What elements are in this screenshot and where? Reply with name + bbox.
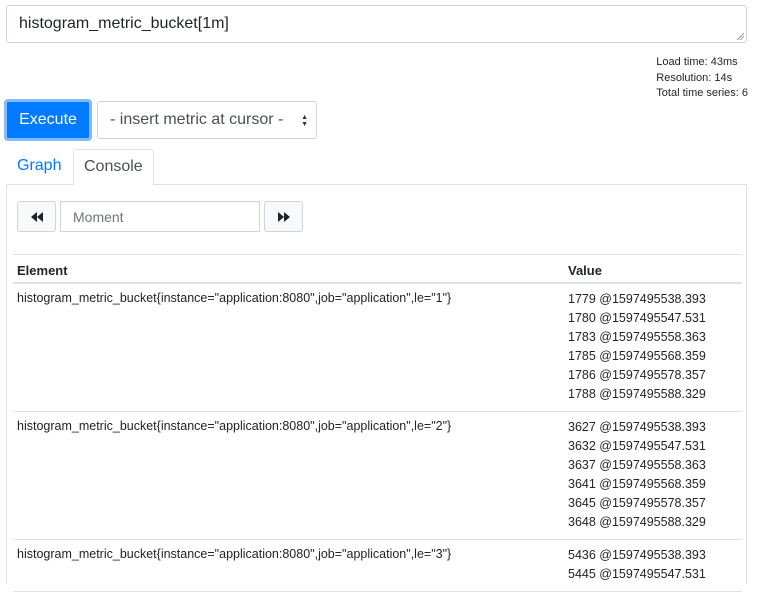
results-table: Element Value histogram_metric_bucket{in…	[13, 254, 742, 592]
tab-bar: Graph Console	[6, 149, 747, 186]
series-label: histogram_metric_bucket{instance="applic…	[17, 547, 452, 561]
sample-value: 1786 @1597495578.357	[568, 368, 706, 382]
double-right-arrow-icon	[277, 211, 290, 222]
tab-graph[interactable]: Graph	[17, 157, 62, 174]
sample-value: 1780 @1597495547.531	[568, 311, 706, 325]
sample-value: 3632 @1597495547.531	[568, 439, 706, 453]
double-left-arrow-icon	[30, 211, 43, 222]
sample-value: 5445 @1597495547.531	[568, 567, 706, 581]
table-header: Element Value	[13, 254, 742, 284]
query-text: histogram_metric_bucket[1m]	[19, 15, 229, 32]
sample-value: 1785 @1597495568.359	[568, 349, 706, 363]
sample-value: 5436 @1597495538.393	[568, 548, 706, 562]
tab-console[interactable]: Console	[73, 149, 154, 186]
query-input[interactable]: histogram_metric_bucket[1m]	[6, 5, 747, 43]
series-label: histogram_metric_bucket{instance="applic…	[17, 291, 452, 305]
select-caret-icon: ▲▼	[301, 114, 308, 128]
series-values: 1779 @1597495538.393 1780 @1597495547.53…	[568, 290, 742, 404]
next-moment-button[interactable]	[264, 201, 303, 232]
header-element: Element	[17, 263, 68, 278]
header-value: Value	[568, 263, 602, 278]
series-label: histogram_metric_bucket{instance="applic…	[17, 419, 452, 433]
table-row: histogram_metric_bucket{instance="applic…	[13, 284, 742, 412]
insert-metric-label: - insert metric at cursor -	[110, 111, 284, 128]
sample-value: 3648 @1597495588.329	[568, 515, 706, 529]
resolution: Resolution: 14s	[656, 71, 733, 84]
query-stats: Load time: 43ms Resolution: 14s Total ti…	[656, 55, 748, 102]
table-row: histogram_metric_bucket{instance="applic…	[13, 540, 742, 592]
sample-value: 3641 @1597495568.359	[568, 477, 706, 491]
sample-value: 1779 @1597495538.393	[568, 292, 706, 306]
sample-value: 1788 @1597495588.329	[568, 387, 706, 401]
moment-input[interactable]	[60, 201, 260, 232]
sample-value: 1783 @1597495558.363	[568, 330, 706, 344]
series-values: 3627 @1597495538.393 3632 @1597495547.53…	[568, 418, 742, 532]
sample-value: 3627 @1597495538.393	[568, 420, 706, 434]
insert-metric-select[interactable]: - insert metric at cursor - ▲▼	[97, 101, 317, 139]
table-row: histogram_metric_bucket{instance="applic…	[13, 412, 742, 540]
sample-value: 3637 @1597495558.363	[568, 458, 706, 472]
resize-handle-icon[interactable]	[736, 32, 744, 40]
console-panel	[6, 184, 747, 584]
sample-value: 3645 @1597495578.357	[568, 496, 706, 510]
total-time-series: Total time series: 6	[656, 87, 748, 99]
previous-moment-button[interactable]	[17, 201, 56, 232]
series-values: 5436 @1597495538.393 5445 @1597495547.53…	[568, 546, 742, 584]
load-time: Load time: 43ms	[656, 56, 738, 68]
execute-button[interactable]: Execute	[4, 99, 92, 141]
